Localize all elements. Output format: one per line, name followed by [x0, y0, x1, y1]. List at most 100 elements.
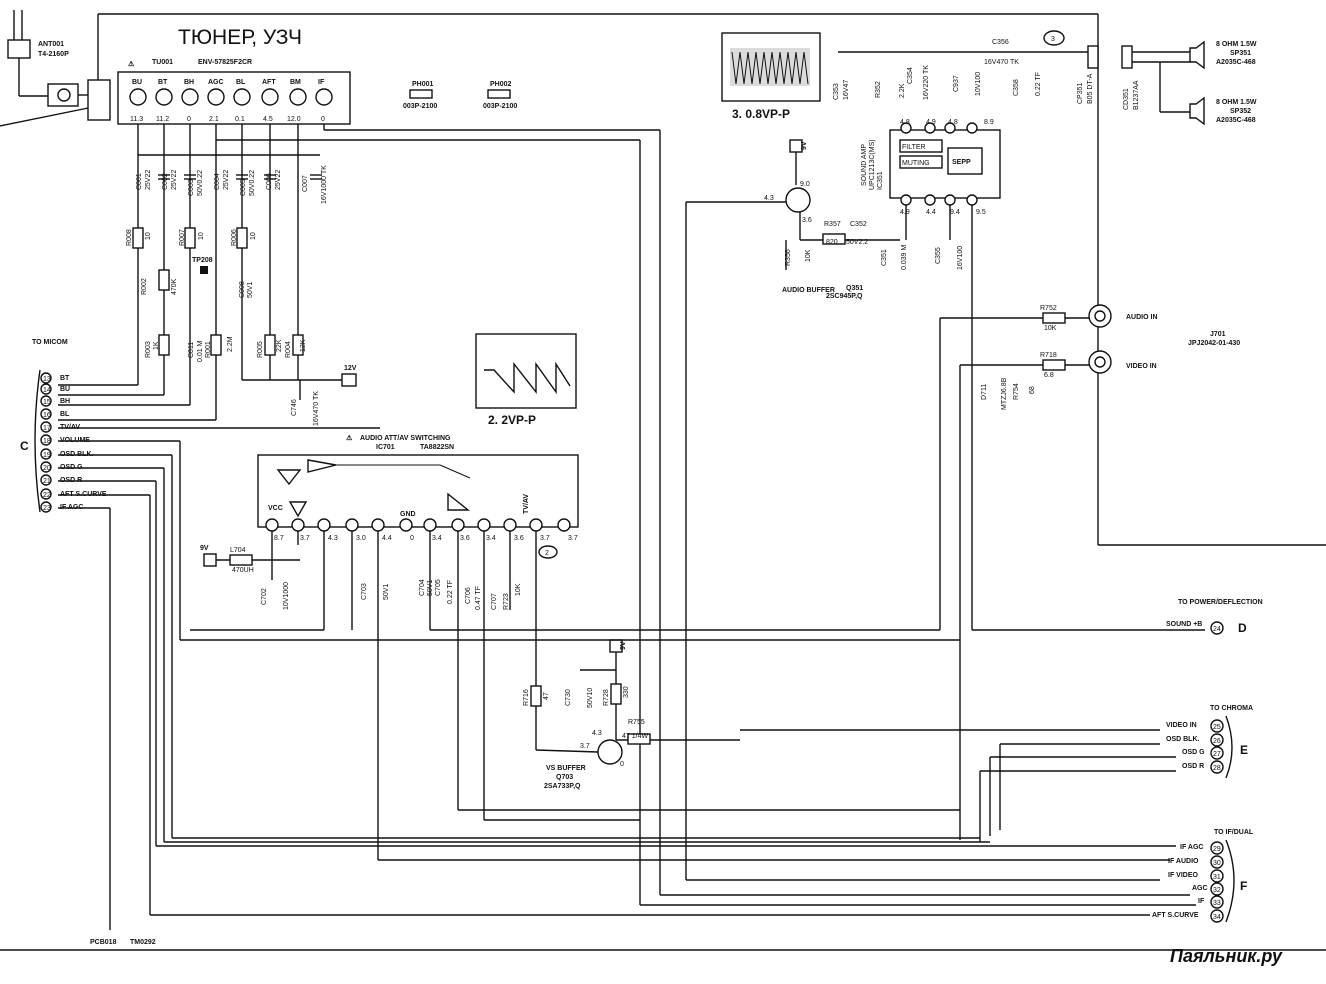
svg-text:C358: C358	[1013, 79, 1020, 96]
svg-text:AGC: AGC	[1192, 885, 1208, 892]
tuner-pin-label: BU	[132, 79, 142, 86]
svg-text:16V47: 16V47	[843, 80, 850, 100]
svg-text:4.3: 4.3	[592, 730, 602, 737]
svg-text:R754: R754	[1013, 383, 1020, 400]
ic701: ⚠ AUDIO ATT/AV SWITCHING IC701 TA8822SN …	[257, 434, 579, 542]
svg-text:50V0.22: 50V0.22	[197, 170, 204, 196]
svg-text:C008: C008	[239, 281, 246, 298]
svg-text:R007: R007	[179, 229, 186, 246]
svg-text:C703: C703	[361, 583, 368, 600]
svg-text:R005: R005	[257, 341, 264, 358]
svg-text:10: 10	[250, 232, 257, 240]
svg-text:C354: C354	[907, 67, 914, 84]
antenna-ref: ANT001	[38, 41, 64, 48]
svg-text:Q351: Q351	[846, 285, 863, 292]
svg-text:10K: 10K	[515, 583, 522, 596]
svg-text:0.22 TF: 0.22 TF	[447, 580, 454, 604]
svg-text:C707: C707	[491, 593, 498, 610]
svg-text:SEPP: SEPP	[952, 159, 971, 166]
svg-text:R003: R003	[145, 341, 152, 358]
speakers: CD351 B1237AA 8 OHM 1.5W SP351 A2035C-46…	[1121, 40, 1257, 126]
svg-text:2SC945P,Q: 2SC945P,Q	[826, 293, 863, 300]
svg-text:IF: IF	[1198, 898, 1205, 905]
svg-text:C704: C704	[419, 579, 426, 596]
svg-text:33: 33	[1213, 900, 1221, 907]
svg-text:VCC: VCC	[268, 505, 283, 512]
svg-text:PH002: PH002	[490, 81, 512, 88]
connector-e-title: TO CHROMA	[1210, 705, 1253, 712]
svg-text:50V1: 50V1	[247, 282, 254, 298]
tuner-voltage: 0	[321, 116, 325, 123]
svg-text:3: 3	[1051, 36, 1055, 43]
tuner-pin-label: BH	[184, 79, 194, 86]
svg-text:34: 34	[1213, 914, 1221, 921]
svg-text:R004: R004	[285, 341, 292, 358]
svg-text:12K: 12K	[300, 339, 307, 352]
svg-text:26: 26	[1213, 738, 1221, 745]
svg-text:10: 10	[145, 232, 152, 240]
svg-text:C003: C003	[188, 179, 195, 196]
svg-text:10K: 10K	[1044, 325, 1057, 332]
svg-text:470K: 470K	[171, 278, 178, 295]
connector-f-letter: F	[1240, 879, 1247, 893]
tuner-pin-label: IF	[318, 79, 325, 86]
svg-text:470UH: 470UH	[232, 567, 254, 574]
svg-text:BT: BT	[60, 375, 70, 382]
svg-text:BU: BU	[60, 386, 70, 393]
svg-text:47 1/4W: 47 1/4W	[622, 733, 648, 740]
svg-text:25V22: 25V22	[145, 170, 152, 190]
svg-text:330: 330	[623, 686, 630, 698]
svg-text:R718: R718	[1040, 352, 1057, 359]
ph001: PH001 003P-2100	[403, 81, 437, 110]
waveform-3-label: 3. 0.8VP-P	[732, 107, 790, 121]
svg-text:28: 28	[1213, 765, 1221, 772]
svg-text:⚠: ⚠	[128, 60, 135, 68]
svg-text:4.3: 4.3	[764, 195, 774, 202]
svg-text:IF AGC: IF AGC	[1180, 844, 1203, 851]
svg-text:C355: C355	[935, 247, 942, 264]
svg-text:AUDIO BUFFER: AUDIO BUFFER	[782, 287, 835, 294]
svg-text:4.4: 4.4	[926, 209, 936, 216]
svg-text:18: 18	[43, 438, 51, 445]
svg-text:C002: C002	[162, 173, 169, 190]
tuner-pin-label: BM	[290, 79, 301, 86]
svg-text:0.01 M: 0.01 M	[197, 340, 204, 362]
svg-text:A2035C-468: A2035C-468	[1216, 117, 1256, 124]
svg-text:9.4: 9.4	[950, 209, 960, 216]
footer-board: PCB018	[90, 939, 117, 946]
svg-text:0: 0	[620, 761, 624, 768]
svg-text:3.6: 3.6	[514, 535, 524, 542]
svg-text:16V1000 TK: 16V1000 TK	[321, 165, 328, 204]
svg-text:3.7: 3.7	[540, 535, 550, 542]
connector-d-title: TO POWER/DEFLECTION	[1178, 599, 1263, 606]
svg-text:3.4: 3.4	[432, 535, 442, 542]
svg-text:C937: C937	[953, 75, 960, 92]
svg-text:4.8: 4.8	[900, 119, 910, 126]
svg-text:C001: C001	[136, 173, 143, 190]
ic351: C353 16V47 R352 2.2K C354 16V220 TK C937…	[833, 30, 1205, 631]
svg-text:C011: C011	[188, 342, 195, 358]
svg-text:2: 2	[545, 550, 549, 557]
svg-text:TP208: TP208	[192, 257, 213, 264]
tuner-pin-label: AGC	[208, 79, 224, 86]
svg-text:C705: C705	[435, 579, 442, 596]
svg-text:IC351: IC351	[877, 171, 884, 190]
svg-text:IC701: IC701	[376, 444, 395, 451]
svg-text:R716: R716	[523, 689, 530, 706]
svg-text:9V: 9V	[620, 641, 627, 650]
svg-text:3.0: 3.0	[356, 535, 366, 542]
q351: 9V 9.0 4.3 3.6 R357 820 C352 50V2.2 R356…	[685, 139, 900, 880]
antenna-part: T4-2160P	[38, 51, 69, 58]
svg-text:C007: C007	[302, 175, 309, 192]
svg-text:820: 820	[826, 239, 838, 246]
svg-text:10: 10	[198, 232, 205, 240]
svg-text:A2035C-468: A2035C-468	[1216, 59, 1256, 66]
svg-text:8.7: 8.7	[274, 535, 284, 542]
connector-e-letter: E	[1240, 743, 1248, 757]
svg-text:0.22 TF: 0.22 TF	[1035, 72, 1042, 96]
svg-text:3.6: 3.6	[802, 217, 812, 224]
svg-text:4.4: 4.4	[382, 535, 392, 542]
svg-text:6.8: 6.8	[1044, 372, 1054, 379]
svg-text:2.2K: 2.2K	[899, 83, 906, 98]
